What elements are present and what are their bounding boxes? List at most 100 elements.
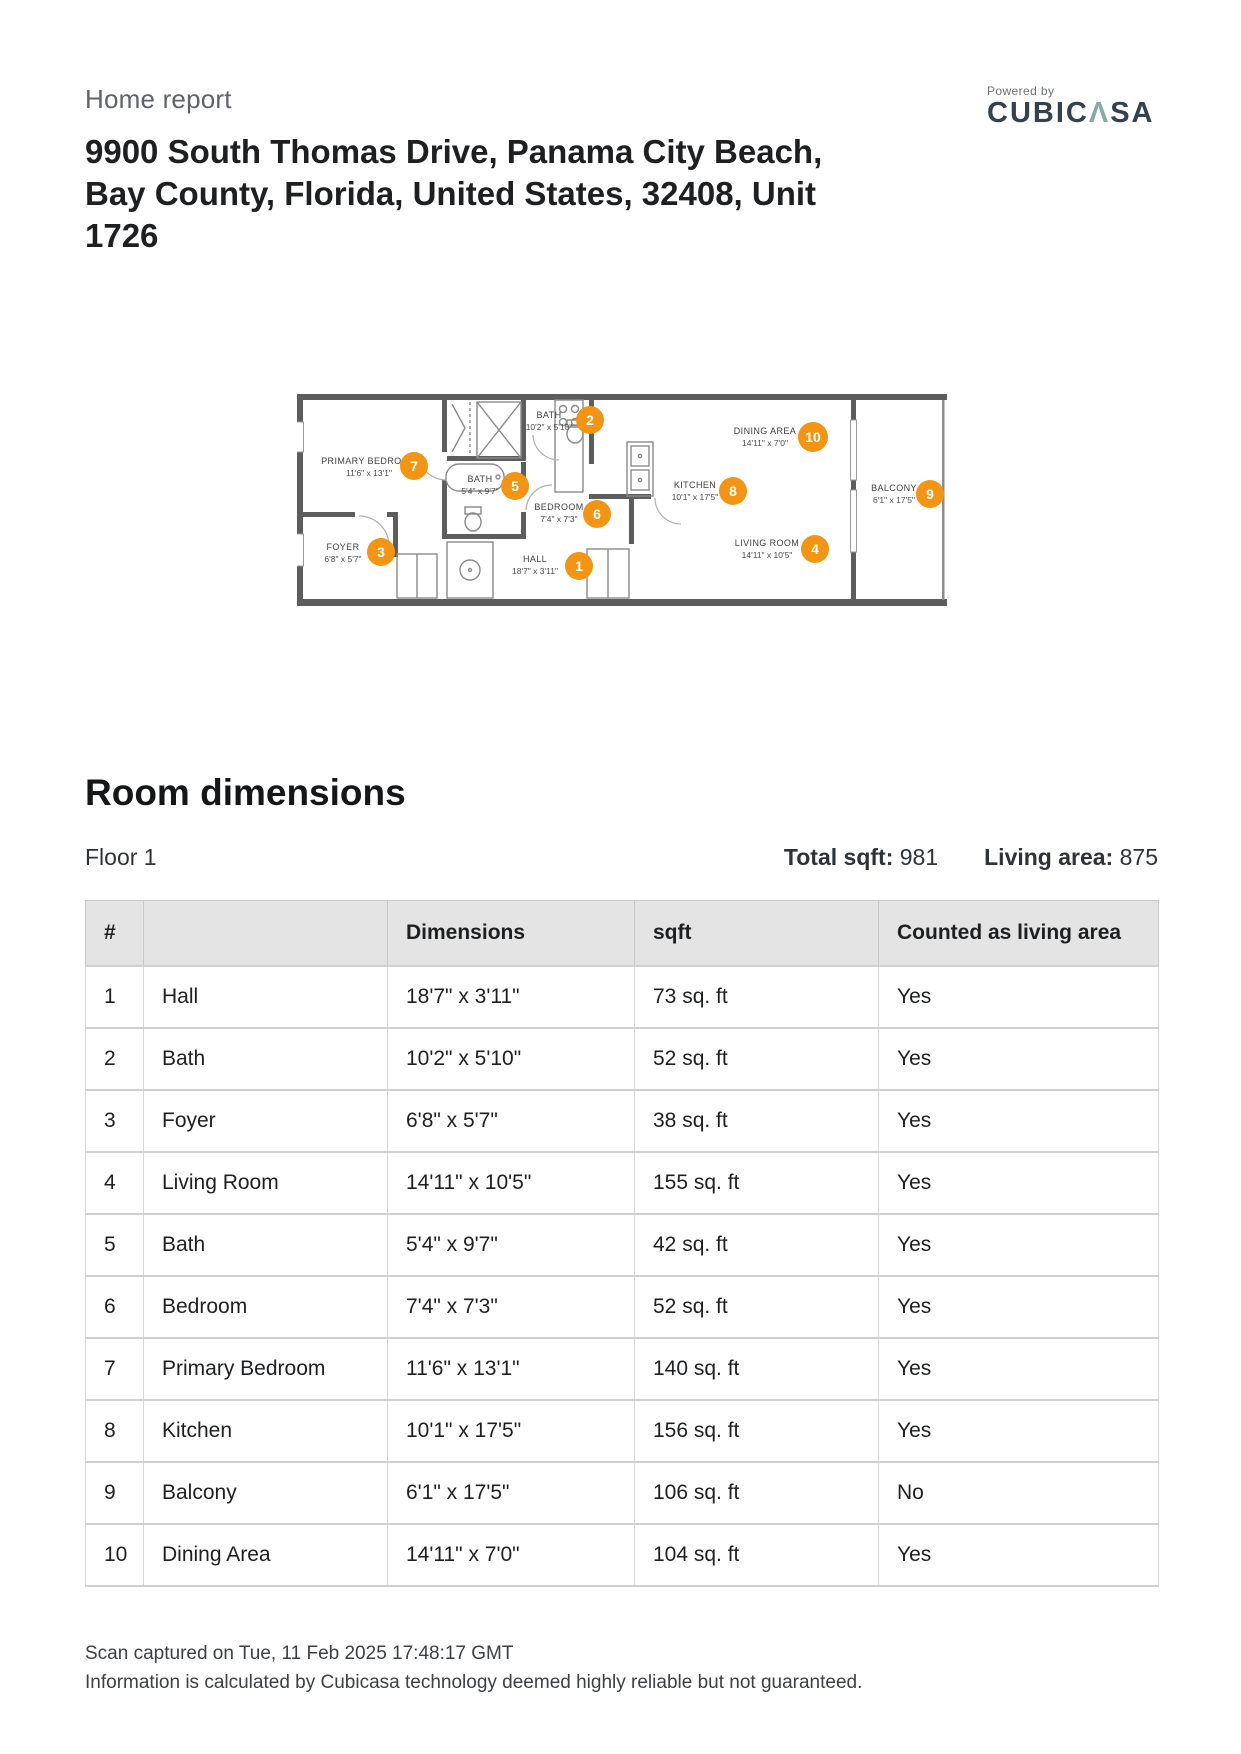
room-label: BATH [537,410,562,420]
cell-name: Hall [143,965,388,1029]
room-dims: 10'1" x 17'5" [672,492,719,502]
brand-prefix: CUBIC [987,97,1089,129]
marker-2 [576,406,604,434]
room-label: HALL [523,554,547,564]
room-dimensions-table: # Dimensions sqft Counted as living area… [85,900,1159,1587]
col-header-living: Counted as living area [878,900,1159,967]
cell-sqft: 156 sq. ft [634,1399,879,1463]
marker-10 [798,422,828,452]
cell-name: Living Room [143,1151,388,1215]
cubicasa-wordmark: CUBICΛSA [987,99,1154,128]
cell-sqft: 106 sq. ft [634,1461,879,1525]
cell-name: Balcony [143,1461,388,1525]
floorplan-svg: PRIMARY BEDROOM 11'6" x 13'1" 7 BATH 10'… [297,394,947,606]
cell-name: Dining Area [143,1523,388,1587]
report-header: Home report 9900 South Thomas Drive, Pan… [85,84,885,258]
room-label: LIVING ROOM [735,538,799,548]
cell-sqft: 140 sq. ft [634,1337,879,1401]
col-header-num: # [85,900,144,967]
report-type-label: Home report [85,84,232,114]
cell-sqft: 155 sq. ft [634,1151,879,1215]
cell-dimensions: 10'2" x 5'10" [387,1027,635,1091]
marker-8 [719,477,747,505]
room-label: BALCONY [871,483,917,493]
marker-7 [400,452,428,480]
room-label: DINING AREA [734,426,796,436]
cell-name: Kitchen [143,1399,388,1463]
cell-num: 7 [85,1337,144,1401]
room-label: KITCHEN [674,480,716,490]
room-label: PRIMARY BEDROOM [321,456,417,466]
marker-9-num: 9 [926,486,934,502]
marker-4-num: 4 [811,541,819,557]
powered-by-label: Powered by [987,84,1055,98]
floor-stats: Total sqft: 981 Living area: 875 [784,844,1158,871]
cell-living: Yes [878,1151,1159,1215]
cell-living: Yes [878,1337,1159,1401]
cell-dimensions: 14'11" x 10'5" [387,1151,635,1215]
marker-5-num: 5 [511,478,519,494]
room-dims: 14'11" x 10'5" [742,550,793,560]
cell-num: 5 [85,1213,144,1277]
cell-num: 6 [85,1275,144,1339]
balcony-railing [942,400,945,600]
cell-living: Yes [878,1523,1159,1587]
cell-dimensions: 6'1" x 17'5" [387,1461,635,1525]
room-dims: 11'6" x 13'1" [346,468,392,478]
floor-label: Floor 1 [85,844,157,870]
room-dims: 7'4" x 7'3" [540,514,577,524]
living-area-value: 875 [1119,844,1158,870]
marker-4 [801,535,829,563]
total-sqft-label: Total sqft: [783,844,894,870]
col-header-dimensions: Dimensions [387,900,635,967]
total-sqft-value: 981 [899,844,939,870]
room-dims: 10'2" x 5'10" [526,422,573,432]
room-label: BATH [468,474,493,484]
cell-num: 8 [85,1399,144,1463]
living-area-stat: Living area: 875 [984,844,1158,871]
marker-1 [565,552,593,580]
room-label: BEDROOM [534,502,583,512]
cell-sqft: 42 sq. ft [634,1213,879,1277]
cell-sqft: 38 sq. ft [634,1089,879,1153]
brand-caret-icon: Λ [1088,97,1111,129]
marker-10-num: 10 [805,429,821,445]
room-dims: 6'8" x 5'7" [324,554,361,564]
windows [297,419,857,567]
cell-name: Bath [143,1213,388,1277]
cell-sqft: 52 sq. ft [634,1275,879,1339]
cell-name: Foyer [143,1089,388,1153]
room-annotations: PRIMARY BEDROOM 11'6" x 13'1" 7 BATH 10'… [321,406,944,580]
cell-sqft: 52 sq. ft [634,1027,879,1091]
floorplan-walls [297,394,947,606]
marker-3 [367,538,395,566]
cell-dimensions: 5'4" x 9'7" [387,1213,635,1277]
cell-name: Primary Bedroom [143,1337,388,1401]
marker-3-num: 3 [377,544,385,560]
report-footer: Scan captured on Tue, 11 Feb 2025 17:48:… [85,1640,862,1697]
col-header-name [143,900,388,967]
marker-6 [583,500,611,528]
fixtures [396,399,654,599]
cell-dimensions: 18'7" x 3'11" [387,965,635,1029]
cell-dimensions: 14'11" x 7'0" [387,1523,635,1587]
cell-num: 10 [85,1523,144,1587]
cell-num: 1 [85,965,144,1029]
cell-living: Yes [878,965,1159,1029]
cell-num: 4 [85,1151,144,1215]
cell-dimensions: 7'4" x 7'3" [387,1275,635,1339]
room-dims: 6'1" x 17'5" [873,495,915,505]
cell-living: Yes [878,1027,1159,1091]
marker-1-num: 1 [575,558,583,574]
cell-dimensions: 6'8" x 5'7" [387,1089,635,1153]
cell-num: 2 [85,1027,144,1091]
room-dims: 14'11" x 7'0" [742,438,788,448]
cell-dimensions: 11'6" x 13'1" [387,1337,635,1401]
scan-timestamp: Scan captured on Tue, 11 Feb 2025 17:48:… [85,1643,514,1664]
living-area-label: Living area: [984,844,1114,870]
